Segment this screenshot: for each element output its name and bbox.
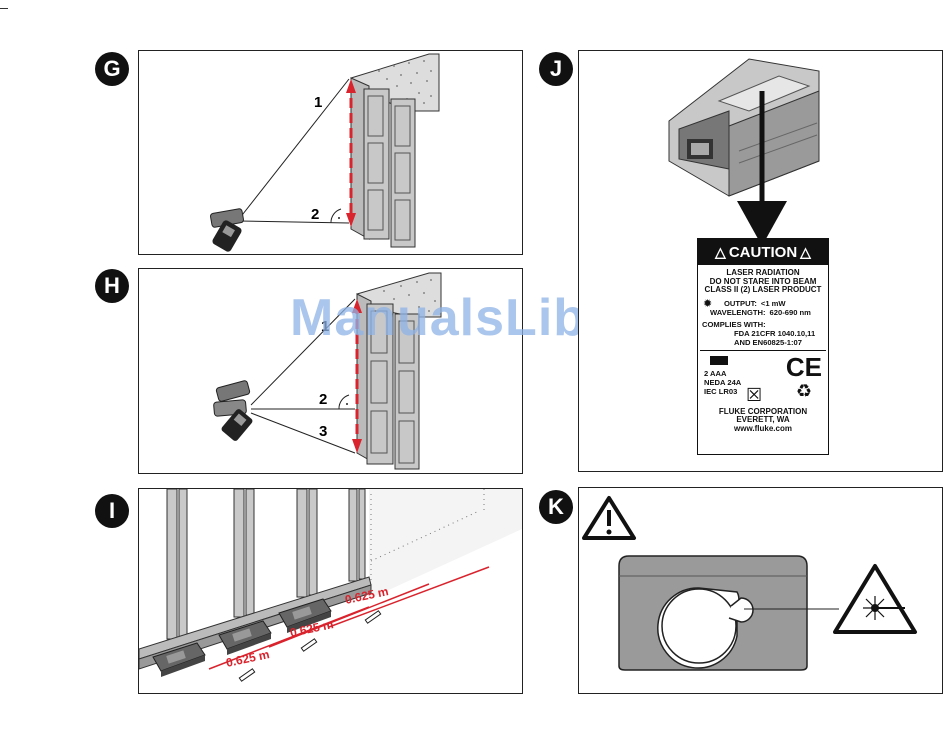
panel-j: △ CAUTION △ LASER RADIATION DO NOT STARE… xyxy=(578,50,943,472)
panel-k xyxy=(578,487,943,694)
panel-k-badge: K xyxy=(539,490,573,524)
weee-bin-icon: ☒ xyxy=(746,385,763,405)
panel-grooves xyxy=(370,310,415,464)
pencil-icon xyxy=(300,638,318,652)
laser-aperture-device xyxy=(618,555,808,671)
beam-1 xyxy=(250,298,356,406)
panel-g-badge: G xyxy=(95,52,129,86)
warning-line: DO NOT STARE INTO BEAM xyxy=(709,276,817,286)
company-line: EVERETT, WA xyxy=(736,415,790,424)
battery-icon xyxy=(710,355,728,365)
wavelength-value: 620-690 nm xyxy=(769,307,811,317)
panel-g: 1 2 xyxy=(138,50,523,255)
arrow-up-icon xyxy=(352,299,362,313)
company-line: FLUKE CORPORATION xyxy=(718,406,808,416)
panel-h: 1 2 3 xyxy=(138,268,523,474)
caution-header: △ CAUTION △ xyxy=(698,239,828,265)
pencil-icon xyxy=(238,668,256,682)
complies-line: AND EN60825-1:07 xyxy=(734,337,802,347)
output-value: <1 mW xyxy=(760,298,786,308)
wavelength-label: WAVELENGTH: xyxy=(710,307,766,317)
back-wall xyxy=(369,489,522,599)
laser-hazard-icon xyxy=(833,564,917,634)
arrow-down-icon xyxy=(352,439,362,453)
wall-dashes xyxy=(370,489,485,589)
laser-meter-icon xyxy=(152,642,206,677)
beam-2 xyxy=(238,220,350,224)
label-3: 3 xyxy=(319,423,327,440)
caution-title: CAUTION xyxy=(728,243,798,261)
arrow-down-icon xyxy=(737,201,787,241)
angle-arc xyxy=(330,208,342,224)
label-2: 2 xyxy=(319,391,327,408)
panel-g-letter: G xyxy=(103,56,121,81)
output-label: OUTPUT: xyxy=(724,298,757,308)
battery-line: 2 AAA xyxy=(704,368,727,378)
laser-warning-icon: △ xyxy=(715,243,726,260)
complies-line: FDA 21CFR 1040.10,11 xyxy=(734,328,816,338)
corner-mark xyxy=(0,8,8,9)
label-1: 1 xyxy=(314,94,322,111)
warning-icon: △ xyxy=(800,243,811,260)
recycle-icon: ♻ xyxy=(795,380,812,401)
angle-arc xyxy=(338,394,350,410)
warning-line: LASER RADIATION xyxy=(726,268,800,277)
panel-h-illustration: 1 2 3 xyxy=(213,272,442,470)
device-back-illustration xyxy=(668,58,820,241)
panel-j-badge: J xyxy=(539,52,573,86)
beam-1 xyxy=(238,78,350,220)
panel-j-letter: J xyxy=(549,56,563,81)
panel-h-badge: H xyxy=(95,269,129,303)
ce-mark: CE xyxy=(785,351,822,382)
panel-grooves xyxy=(367,95,411,241)
laser-meter-icon xyxy=(278,598,332,633)
laser-meter-icon xyxy=(210,208,244,252)
label-divider xyxy=(700,349,826,351)
label-2: 2 xyxy=(311,206,319,223)
panel-h-letter: H xyxy=(104,273,120,298)
pencil-icon xyxy=(364,610,382,624)
panel-g-illustration: 1 2 xyxy=(210,53,440,252)
panel-i-illustration: 0.625 m 0.625 m 0.625 m xyxy=(139,489,522,682)
laser-meter-icon xyxy=(213,380,253,441)
arrow-down-icon xyxy=(346,213,356,227)
panel-i: 0.625 m 0.625 m 0.625 m xyxy=(138,488,523,694)
measure-lines xyxy=(208,566,490,670)
label-1: 1 xyxy=(321,318,329,335)
battery-line: IEC LR03 xyxy=(704,386,738,396)
warning-triangle-icon xyxy=(582,496,636,540)
caution-label: △ CAUTION △ LASER RADIATION DO NOT STARE… xyxy=(697,238,829,455)
beam-3 xyxy=(250,412,356,454)
arrow-up-icon xyxy=(346,79,356,93)
warning-line: CLASS II (2) LASER PRODUCT xyxy=(704,285,822,294)
laser-meter-back-icon xyxy=(668,58,820,197)
laser-starburst-icon: ✹ xyxy=(703,297,713,310)
panel-k-letter: K xyxy=(548,494,564,519)
ceiling-speckle xyxy=(383,279,436,312)
panel-i-letter: I xyxy=(108,498,116,523)
complies-label: COMPLIES WITH: xyxy=(702,319,766,329)
panel-k-illustration xyxy=(582,496,917,671)
company-line: www.fluke.com xyxy=(734,423,792,433)
panel-i-badge: I xyxy=(95,494,129,528)
battery-line: NEDA 24A xyxy=(704,377,742,387)
laser-meter-icon xyxy=(218,620,272,655)
